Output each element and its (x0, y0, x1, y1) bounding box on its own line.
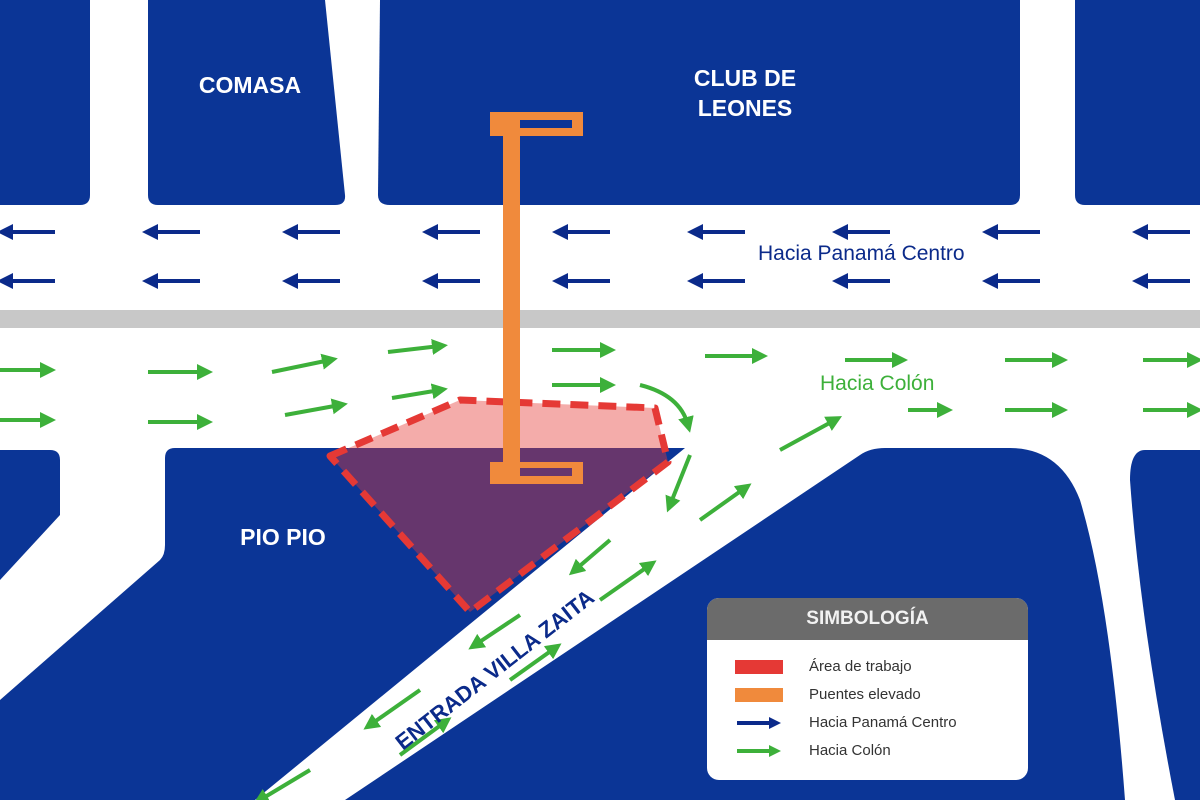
label-club-line1: CLUB DE (693, 65, 797, 91)
arrow-towards-colon (253, 768, 312, 800)
elevated-bridge (490, 112, 583, 484)
label-towards-panama: Hacia Panamá Centro (758, 242, 965, 265)
arrow-towards-colon (665, 454, 692, 513)
legend-label: Puentes elevado (809, 686, 921, 703)
block-pio-pio (0, 448, 685, 800)
legend-label: Hacia Colón (809, 742, 891, 759)
arrow-towards-colon (468, 613, 522, 650)
block (1075, 0, 1200, 205)
arrow-towards-colon (508, 643, 562, 682)
label-towards-colon: Hacia Colón (820, 372, 935, 395)
label-club-line2: LEONES (697, 95, 793, 121)
legend-item-colon: Hacia Colón (735, 742, 891, 759)
arrow-towards-colon-curve (639, 383, 694, 433)
legend-item-bridge: Puentes elevado (735, 686, 921, 703)
legend-label: Hacia Panamá Centro (809, 714, 957, 731)
bridge-swatch (735, 687, 783, 702)
traffic-arrows (0, 224, 1200, 800)
block-club-de-leones (378, 0, 1020, 205)
arrow-right-green-icon (737, 744, 781, 757)
label-club-de-leones: CLUB DE LEONES (645, 63, 845, 123)
legend-label: Área de trabajo (809, 658, 912, 675)
block (1130, 450, 1200, 800)
label-pio-pio: PIO PIO (240, 524, 326, 550)
arrow-towards-colon (271, 353, 338, 374)
arrow-towards-colon (698, 483, 752, 522)
legend-title: SIMBOLOGÍA (707, 598, 1028, 640)
label-comasa: COMASA (198, 72, 302, 98)
arrow-towards-colon (568, 538, 612, 576)
block (0, 450, 60, 580)
arrow-towards-colon (598, 560, 657, 602)
legend-item-panama: Hacia Panamá Centro (735, 714, 957, 731)
work-area-swatch (735, 659, 783, 674)
arrow-towards-colon (363, 688, 422, 730)
arrow-towards-colon (398, 717, 452, 757)
median-strip (0, 310, 1200, 328)
block (0, 0, 90, 205)
block-comasa (148, 0, 346, 205)
work-area (326, 396, 672, 616)
legend: SIMBOLOGÍA Área de trabajo Puentes eleva… (707, 598, 1028, 780)
legend-item-work-area: Área de trabajo (735, 658, 912, 675)
arrow-towards-colon (387, 338, 448, 355)
arrow-towards-colon (284, 398, 348, 417)
arrow-towards-colon (779, 416, 843, 452)
arrow-towards-colon (391, 383, 448, 400)
arrow-right-blue-icon (737, 716, 781, 729)
